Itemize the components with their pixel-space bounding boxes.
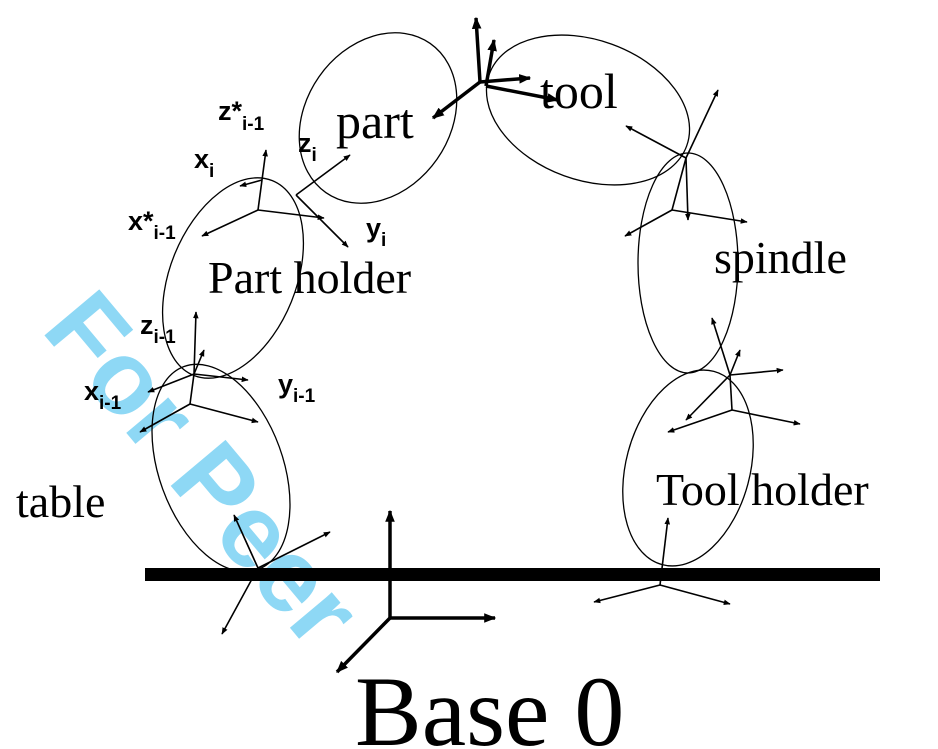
part-label: part — [336, 93, 414, 149]
part-holder-label: Part holder — [208, 252, 411, 303]
tool-holder-label: Tool holder — [656, 464, 869, 515]
base-frame-icon — [335, 509, 497, 674]
z-i-label: zi — [298, 128, 317, 166]
table-base-frame-icon — [221, 514, 331, 635]
tool-holder-base-frame-icon — [593, 517, 731, 606]
spindle-label: spindle — [714, 232, 847, 283]
tool-label: tool — [540, 63, 618, 119]
y-i-label: yi — [366, 213, 386, 251]
frame-i-minus-1-icon — [139, 311, 259, 433]
frame-i-icon — [201, 149, 351, 248]
x-i-label: xi — [194, 144, 214, 182]
x-star-i-minus-1-label: x*i-1 — [128, 206, 176, 244]
part-link-ellipse — [298, 32, 458, 204]
part-tool-frame-icon — [431, 16, 560, 120]
spindle-top-frame-icon — [624, 89, 748, 237]
y-i-minus-1-label: yi-1 — [278, 369, 316, 407]
z-i-minus-1-label: zi-1 — [140, 310, 176, 348]
tool-holder-top-frame-icon — [667, 317, 801, 433]
table-label: table — [16, 476, 105, 527]
base-bar — [145, 568, 880, 581]
svg-text:For Peer: For Peer — [22, 270, 382, 668]
watermark: For Peer — [22, 270, 382, 668]
base-label: Base 0 — [355, 656, 624, 749]
x-i-minus-1-label: xi-1 — [84, 376, 122, 414]
z-star-i-minus-1-label: z*i-1 — [218, 96, 265, 135]
